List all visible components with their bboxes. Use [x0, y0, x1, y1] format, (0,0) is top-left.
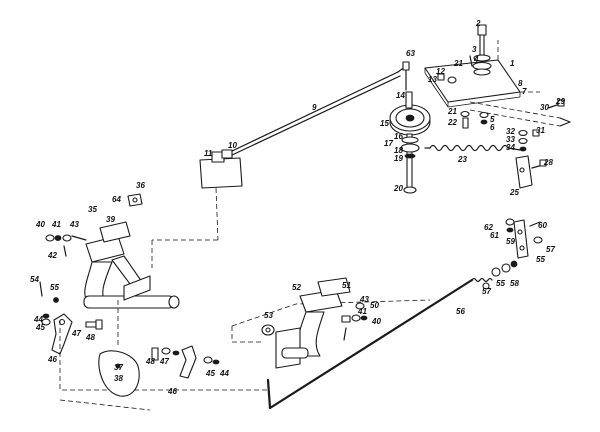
bracket-36 — [127, 193, 143, 207]
part-label: 6 — [490, 123, 495, 132]
part-label: 61 — [490, 231, 499, 240]
control-rod-9 — [229, 61, 410, 157]
part-label: 48 — [85, 333, 95, 342]
mount-37-38 — [98, 350, 140, 397]
part-label: 23 — [457, 155, 467, 164]
part-label: 39 — [106, 215, 115, 224]
part-label: 45 — [35, 323, 45, 332]
part-label: 20 — [393, 184, 403, 193]
part-label: 44 — [219, 369, 229, 378]
part-label: 43 — [69, 220, 79, 229]
part-label: 32 — [506, 127, 515, 136]
part-label: 55 — [496, 279, 505, 288]
part-label: 44 — [33, 315, 43, 324]
part-label: 41 — [51, 220, 61, 229]
small-hardware-plate — [437, 55, 489, 129]
part-label: 22 — [447, 118, 457, 127]
part-label: 40 — [371, 317, 381, 326]
pulley — [389, 104, 431, 136]
part-label: 34 — [506, 143, 515, 152]
part-label: 25 — [509, 188, 519, 197]
part-label: 12 — [436, 67, 445, 76]
part-label: 55 — [50, 283, 59, 292]
left-small-hardware — [39, 234, 103, 330]
part-label: 41 — [357, 307, 367, 316]
part-label: 64 — [112, 195, 121, 204]
bracket-25 — [515, 155, 547, 189]
part-label: 35 — [88, 205, 97, 214]
part-label: 57 — [546, 245, 555, 254]
part-label: 47 — [71, 329, 81, 338]
part-label: 40 — [35, 220, 45, 229]
part-label: 11 — [204, 149, 213, 158]
part-label: 51 — [342, 281, 351, 290]
part-label: 14 — [396, 91, 405, 100]
part-label: 42 — [47, 251, 57, 260]
part-label: 30 — [540, 103, 549, 112]
part-label: 21 — [453, 59, 463, 68]
part-label: 56 — [456, 307, 465, 316]
part-label: 15 — [380, 119, 389, 128]
part-label: 48 — [145, 357, 155, 366]
small-hardware-right — [518, 99, 565, 152]
part-label: 3 — [472, 45, 477, 54]
part-label: 45 — [205, 369, 215, 378]
part-label: 46 — [167, 387, 177, 396]
middle-pedal — [231, 277, 431, 410]
part-label: 38 — [114, 374, 123, 383]
linkage-bar-right — [469, 101, 571, 127]
part-label: 36 — [136, 181, 145, 190]
part-label: 53 — [264, 311, 273, 320]
part-label: 58 — [510, 279, 519, 288]
bolt-top — [472, 24, 492, 76]
rod-end-bracket — [151, 149, 243, 268]
part-label: 59 — [506, 237, 515, 246]
part-label: 37 — [114, 363, 123, 372]
part-label: 31 — [536, 126, 545, 135]
left-pedal — [83, 221, 180, 309]
part-label: 62 — [484, 223, 493, 232]
part-label: 46 — [47, 355, 57, 364]
part-label: 1 — [510, 59, 515, 68]
part-label: 52 — [292, 283, 301, 292]
part-label: 16 — [394, 132, 403, 141]
tension-spring — [424, 144, 521, 152]
part-label: 8 — [518, 79, 523, 88]
middle-small-hardware — [261, 302, 368, 341]
part-label: 21 — [447, 107, 457, 116]
part-label: 43 — [359, 295, 369, 304]
part-label: 13 — [428, 75, 437, 84]
vertical-shaft — [400, 91, 420, 194]
part-label: 7 — [522, 87, 527, 96]
part-label: 50 — [370, 301, 379, 310]
part-label: 29 — [555, 97, 565, 106]
part-label: 4 — [473, 55, 479, 64]
part-label: 2 — [475, 19, 481, 28]
bottom-hardware-left — [151, 345, 220, 379]
part-label: 33 — [506, 135, 515, 144]
mounting-plate — [424, 40, 540, 108]
part-label: 28 — [543, 158, 553, 167]
part-label: 17 — [384, 139, 393, 148]
part-label: 10 — [228, 141, 237, 150]
part-label: 60 — [538, 221, 547, 230]
part-label: 18 — [394, 146, 403, 155]
part-label: 19 — [394, 154, 403, 163]
part-label: 5 — [490, 115, 495, 124]
left-lever-46 — [51, 313, 73, 355]
bracket-59 — [482, 218, 543, 290]
part-label: 63 — [406, 49, 415, 58]
part-label: 55 — [536, 255, 545, 264]
frame-outline-left — [59, 300, 270, 411]
part-label: 57 — [482, 287, 491, 296]
part-label: 54 — [30, 275, 39, 284]
part-label: 47 — [159, 357, 169, 366]
part-labels: 1 2 3 4 5 6 7 8 9 10 11 12 13 14 15 16 1… — [30, 19, 565, 396]
part-label: 9 — [312, 103, 317, 112]
control-rod-56 — [268, 260, 518, 410]
